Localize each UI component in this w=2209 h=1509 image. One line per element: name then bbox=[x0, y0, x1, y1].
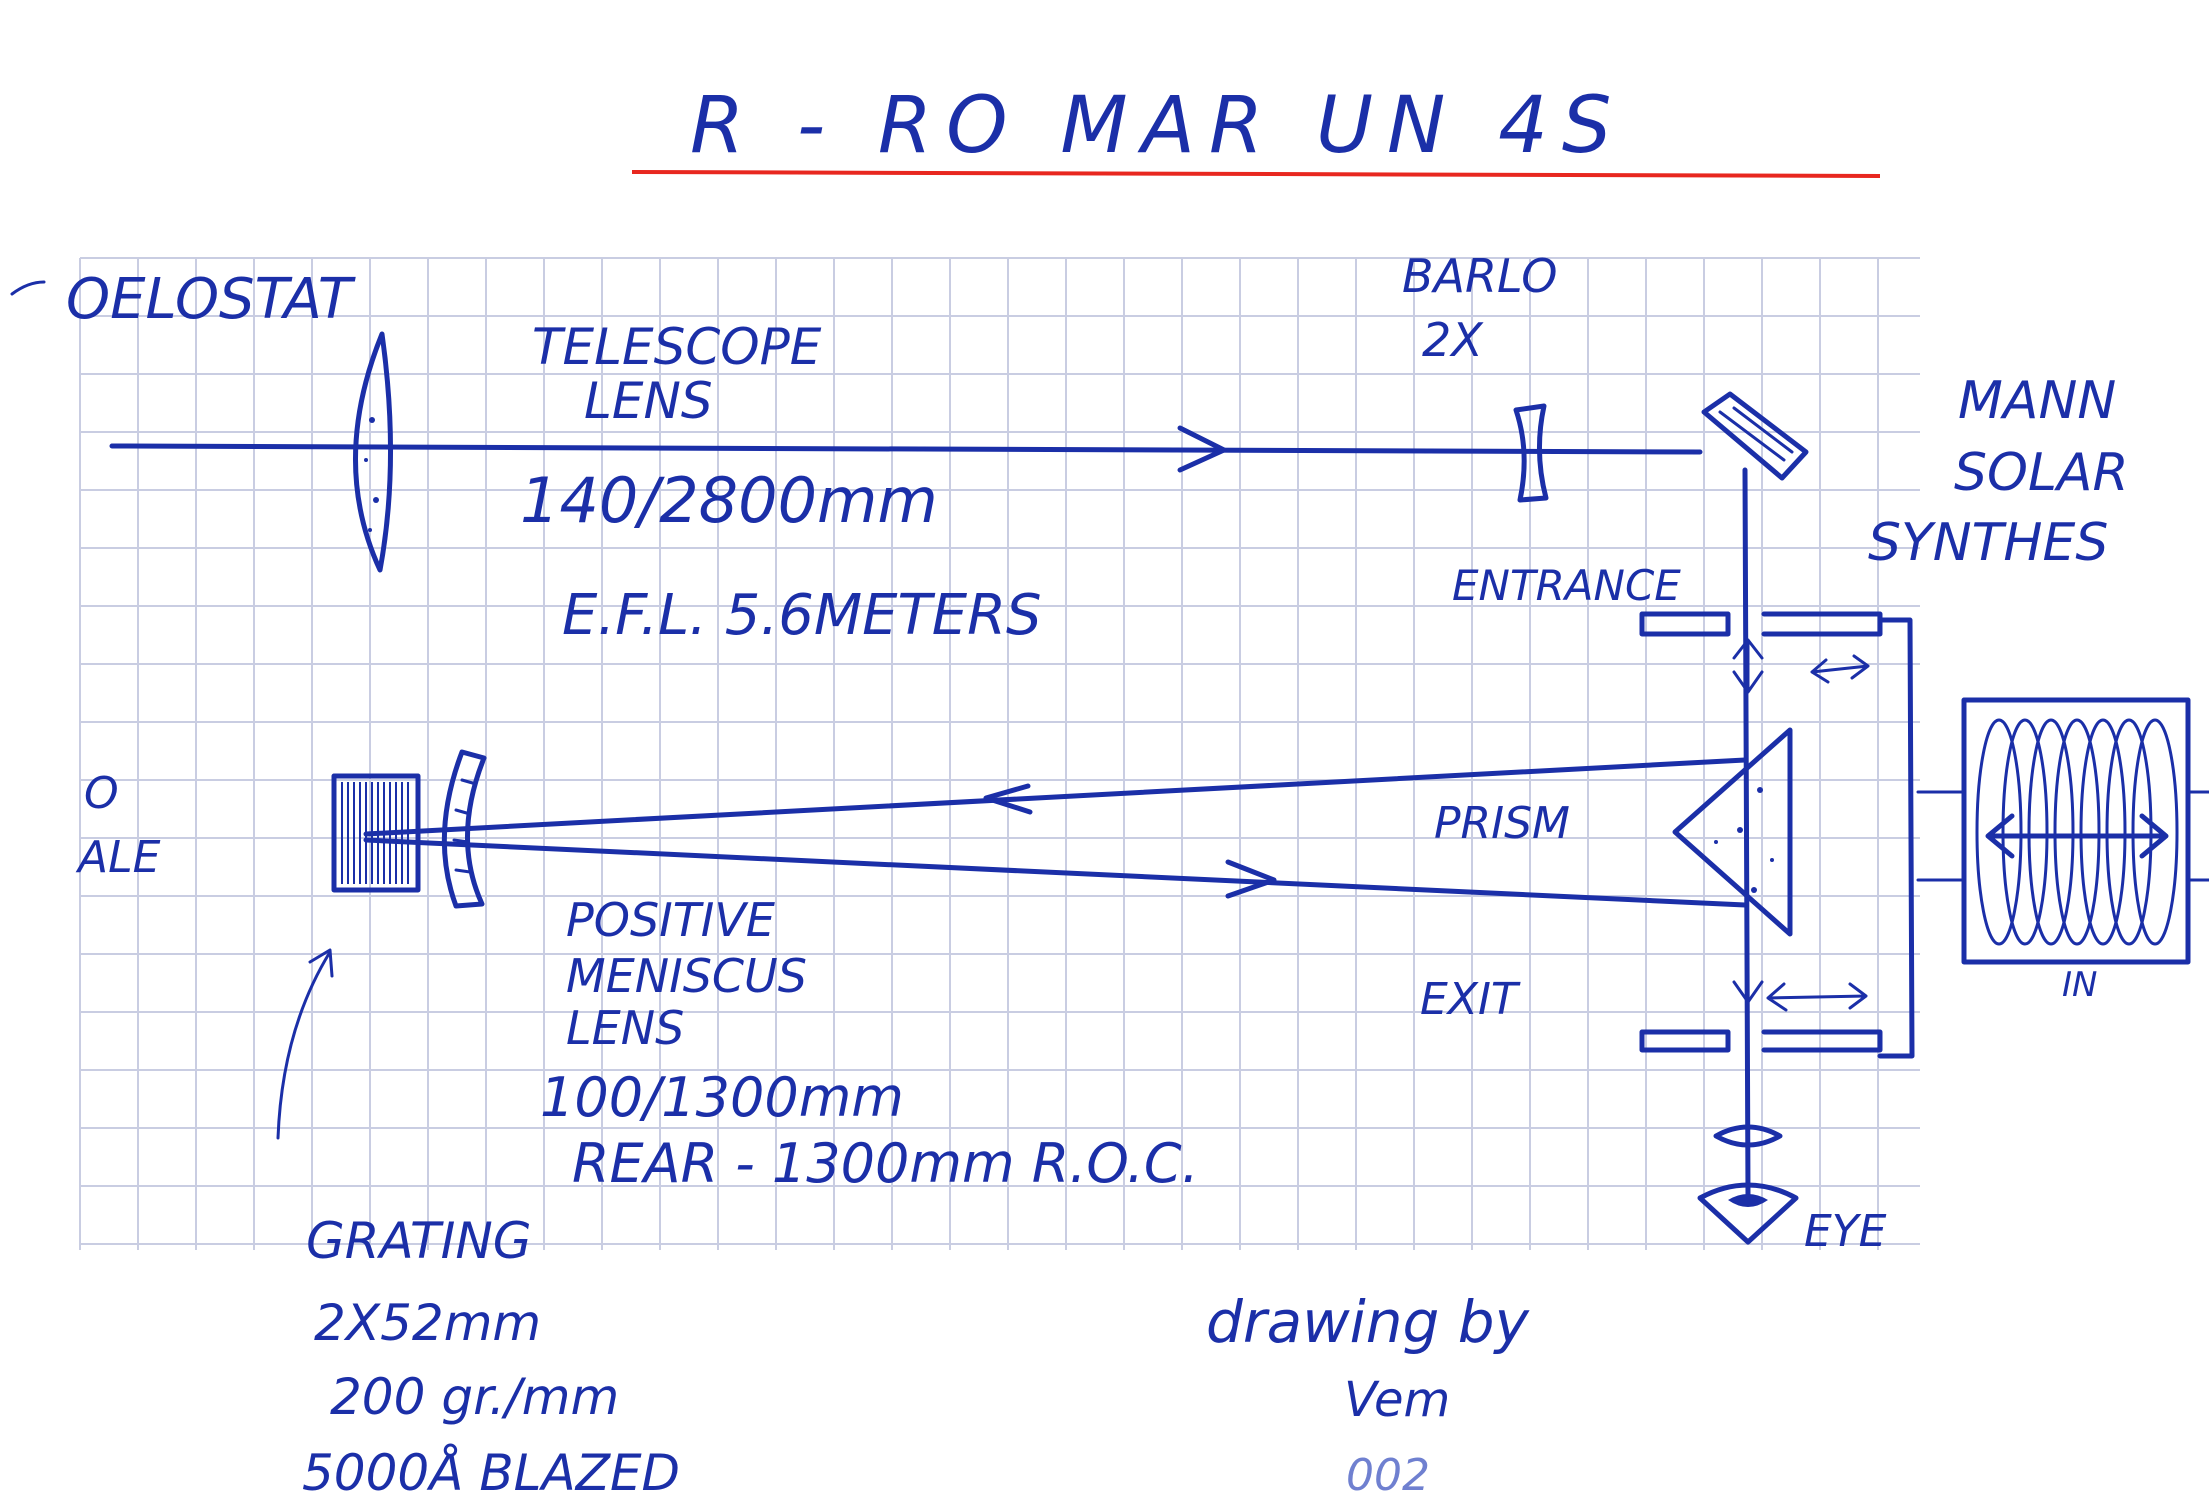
signature-line-3: 002 bbox=[1346, 1450, 1430, 1501]
entrance-slit bbox=[1639, 611, 1883, 637]
signature-line-1: drawing by bbox=[1206, 1288, 1530, 1356]
grating-label-2: 2X52mm bbox=[314, 1294, 541, 1352]
ray-to-grating bbox=[363, 757, 1748, 837]
eye-icon bbox=[1697, 1182, 1799, 1245]
barlow-label-2: 2X bbox=[1422, 313, 1484, 367]
synthesizer-link bbox=[1916, 790, 2209, 882]
diagram-title: R - RO MAR UN 4S bbox=[690, 81, 1625, 171]
entrance-arrow bbox=[1732, 638, 1764, 694]
in-label: IN bbox=[2062, 965, 2097, 1005]
meniscus-spec-2: REAR - 1300mm R.O.C. bbox=[572, 1132, 1199, 1195]
meniscus-spec-1: 100/1300mm bbox=[540, 1066, 904, 1129]
meniscus-label-2: MENISCUS bbox=[566, 949, 807, 1003]
eye-pupil bbox=[1728, 1194, 1768, 1207]
synthesizer-double-arrow bbox=[1985, 813, 2169, 859]
eyepiece-lens bbox=[1713, 1124, 1783, 1148]
exit-slit bbox=[1639, 1029, 1883, 1053]
grating-label-1: GRATING bbox=[306, 1212, 532, 1270]
barlow-label-1: BARLO bbox=[1402, 249, 1557, 303]
exit-slide-arrow bbox=[1766, 982, 1868, 1012]
coelostat-label: OELOSTAT bbox=[66, 267, 356, 332]
exit-label: EXIT bbox=[1420, 974, 1521, 1025]
incoming-light-beam bbox=[109, 443, 1703, 455]
graph-paper-grid bbox=[79, 257, 1920, 1250]
entrance-label: ENTRANCE bbox=[1452, 561, 1681, 610]
diagonal-mirror-hatching bbox=[1718, 406, 1794, 462]
telescope-lens-label-2: LENS bbox=[584, 372, 713, 430]
grating-label-3: 200 gr./mm bbox=[330, 1368, 619, 1426]
coelostat-tick bbox=[10, 280, 46, 296]
exit-arrow bbox=[1732, 958, 1764, 1004]
vertical-beam bbox=[1742, 467, 1751, 1198]
ray-from-grating bbox=[363, 837, 1748, 908]
efl-label: E.F.L. 5.6METERS bbox=[562, 583, 1042, 648]
entrance-slide-arrow bbox=[1810, 654, 1870, 684]
signature-line-2: Vem bbox=[1344, 1372, 1450, 1428]
prism bbox=[1672, 727, 1793, 937]
beam-arrow bbox=[1177, 425, 1227, 473]
synthesizer-box bbox=[1961, 697, 2191, 965]
ray-arrow-left bbox=[983, 783, 1033, 815]
left-fragment-2: ALE bbox=[75, 832, 161, 883]
mann-label-3: SYNTHES bbox=[1868, 513, 2108, 573]
meniscus-lens bbox=[441, 749, 487, 909]
grating-pointer-arrow bbox=[276, 948, 334, 1140]
telescope-lens-texture bbox=[364, 417, 379, 532]
telescope-lens bbox=[353, 331, 393, 573]
prism-label: PRISM bbox=[1434, 798, 1570, 849]
slit-frame bbox=[1877, 617, 1915, 1059]
meniscus-label-1: POSITIVE bbox=[566, 893, 775, 947]
synthesizer-coils bbox=[1975, 718, 2179, 946]
diagonal-mirror bbox=[1701, 391, 1809, 481]
mann-label-2: SOLAR bbox=[1954, 443, 2129, 503]
meniscus-label-3: LENS bbox=[566, 1001, 684, 1055]
telescope-spec-label: 140/2800mm bbox=[520, 464, 938, 537]
telescope-lens-label-1: TELESCOPE bbox=[532, 318, 822, 376]
title-underline bbox=[631, 170, 1881, 178]
grating-rulings bbox=[341, 782, 409, 884]
eye-label: EYE bbox=[1804, 1206, 1887, 1257]
barlow-lens bbox=[1513, 403, 1549, 503]
mann-label-1: MANN bbox=[1958, 371, 2116, 431]
grating-label-4: 5000Å BLAZED bbox=[302, 1444, 680, 1502]
left-fragment-1: O bbox=[84, 768, 119, 819]
grating bbox=[331, 773, 421, 893]
prism-texture bbox=[1714, 787, 1774, 893]
meniscus-lens-hatching bbox=[452, 778, 478, 874]
ray-arrow-right bbox=[1225, 859, 1277, 899]
